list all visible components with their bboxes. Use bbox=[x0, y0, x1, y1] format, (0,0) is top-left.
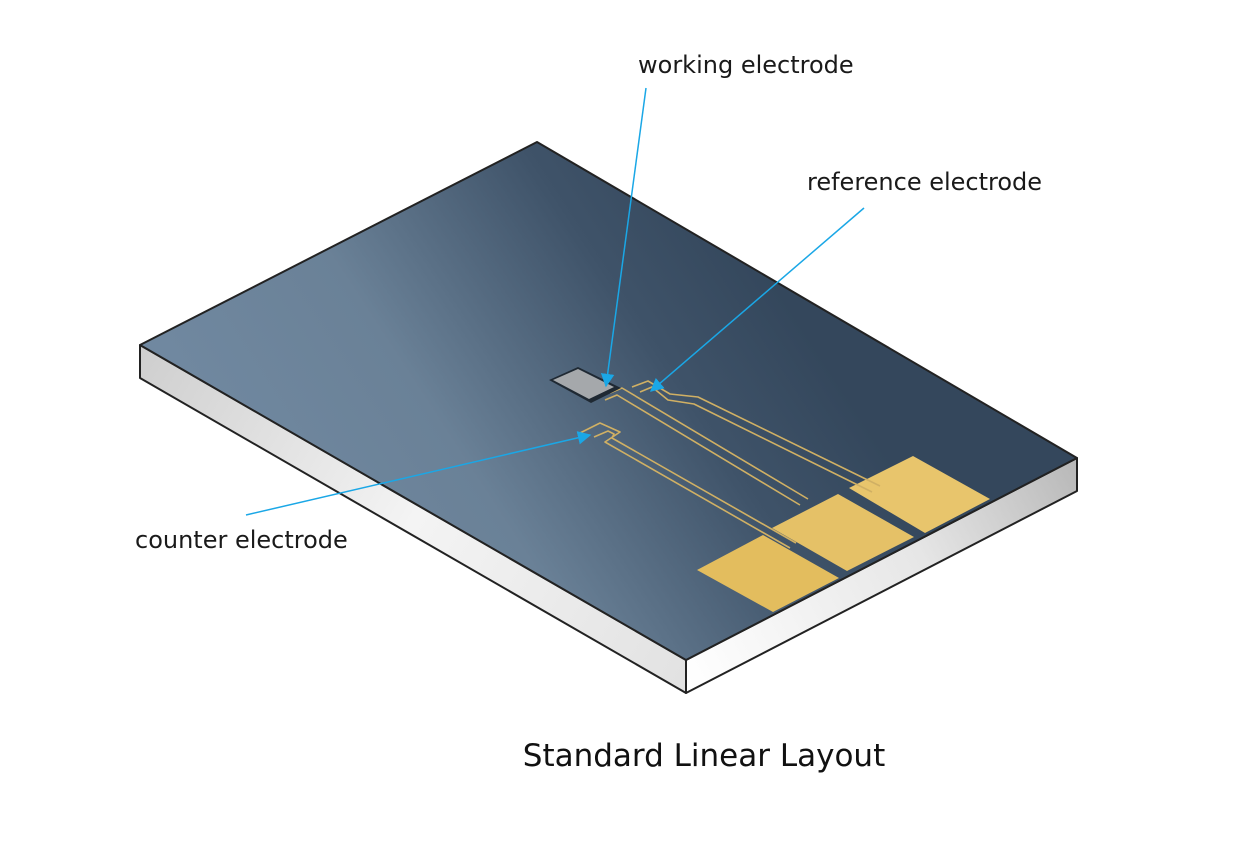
substrate-top-face bbox=[139, 141, 1078, 661]
reference-electrode-label: reference electrode bbox=[807, 168, 1043, 196]
contact-pad-working bbox=[772, 494, 914, 571]
trace-counter bbox=[579, 422, 791, 549]
counter-electrode-label: counter electrode bbox=[135, 526, 348, 554]
leader-lines bbox=[245, 87, 865, 516]
leader-counter bbox=[245, 431, 592, 516]
leader-working bbox=[600, 87, 647, 388]
electrode-traces bbox=[579, 380, 881, 549]
working-electrode-label: working electrode bbox=[638, 51, 854, 79]
contact-pad-counter bbox=[697, 535, 839, 612]
trace-reference-inner bbox=[639, 386, 873, 493]
contact-pad-reference bbox=[849, 456, 990, 533]
trace-counter-inner bbox=[593, 430, 797, 544]
trace-reference bbox=[631, 380, 881, 487]
leader-reference bbox=[649, 207, 865, 392]
working-electrode-surface bbox=[553, 369, 614, 399]
figure-caption: Standard Linear Layout bbox=[522, 738, 886, 774]
trace-working-inner bbox=[604, 394, 801, 506]
